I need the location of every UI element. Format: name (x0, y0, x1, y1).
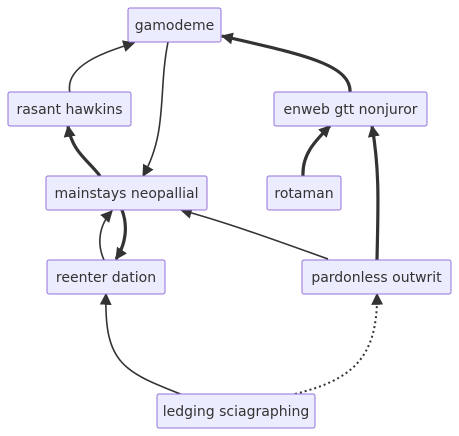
node-enweb-gtt-nonjuror-label: enweb gtt nonjuror (283, 102, 417, 118)
node-pardonless-outwrit[interactable]: pardonless outwrit (301, 259, 452, 295)
edge-reenter-to-mainstays (99, 210, 113, 261)
node-rasant-hawkins-label: rasant hawkins (16, 102, 122, 118)
node-enweb-gtt-nonjuror[interactable]: enweb gtt nonjuror (273, 91, 428, 127)
edges (63, 32, 384, 396)
edge-pardonless-to-enweb (367, 124, 380, 261)
node-gamodeme-label: gamodeme (135, 18, 214, 34)
edge-ledging-to-pardonless (294, 292, 384, 395)
node-reenter-dation[interactable]: reenter dation (46, 259, 166, 295)
edge-gamodeme-to-mainstays (142, 41, 169, 178)
node-gamodeme[interactable]: gamodeme (127, 7, 222, 43)
edge-ledging-to-reenter (99, 292, 184, 396)
node-ledging-sciagraphing[interactable]: ledging sciagraphing (156, 393, 316, 429)
node-rotaman[interactable]: rotaman (266, 175, 342, 211)
node-ledging-sciagraphing-label: ledging sciagraphing (163, 404, 309, 420)
node-mainstays-neopallial[interactable]: mainstays neopallial (45, 175, 208, 211)
node-rotaman-label: rotaman (274, 186, 333, 202)
node-reenter-dation-label: reenter dation (56, 270, 156, 286)
edge-pardonless-to-mainstays (179, 207, 329, 260)
edge-enweb-to-gamodeme (220, 32, 352, 94)
edge-mainstays-to-reenter (114, 209, 127, 260)
node-pardonless-outwrit-label: pardonless outwrit (311, 270, 442, 286)
node-rasant-hawkins[interactable]: rasant hawkins (7, 91, 132, 127)
edge-rotaman-to-enweb (301, 124, 332, 177)
node-mainstays-neopallial-label: mainstays neopallial (54, 186, 198, 202)
edge-mainstays-to-rasant (63, 124, 102, 177)
edge-rasant-to-gamodeme (68, 40, 136, 94)
